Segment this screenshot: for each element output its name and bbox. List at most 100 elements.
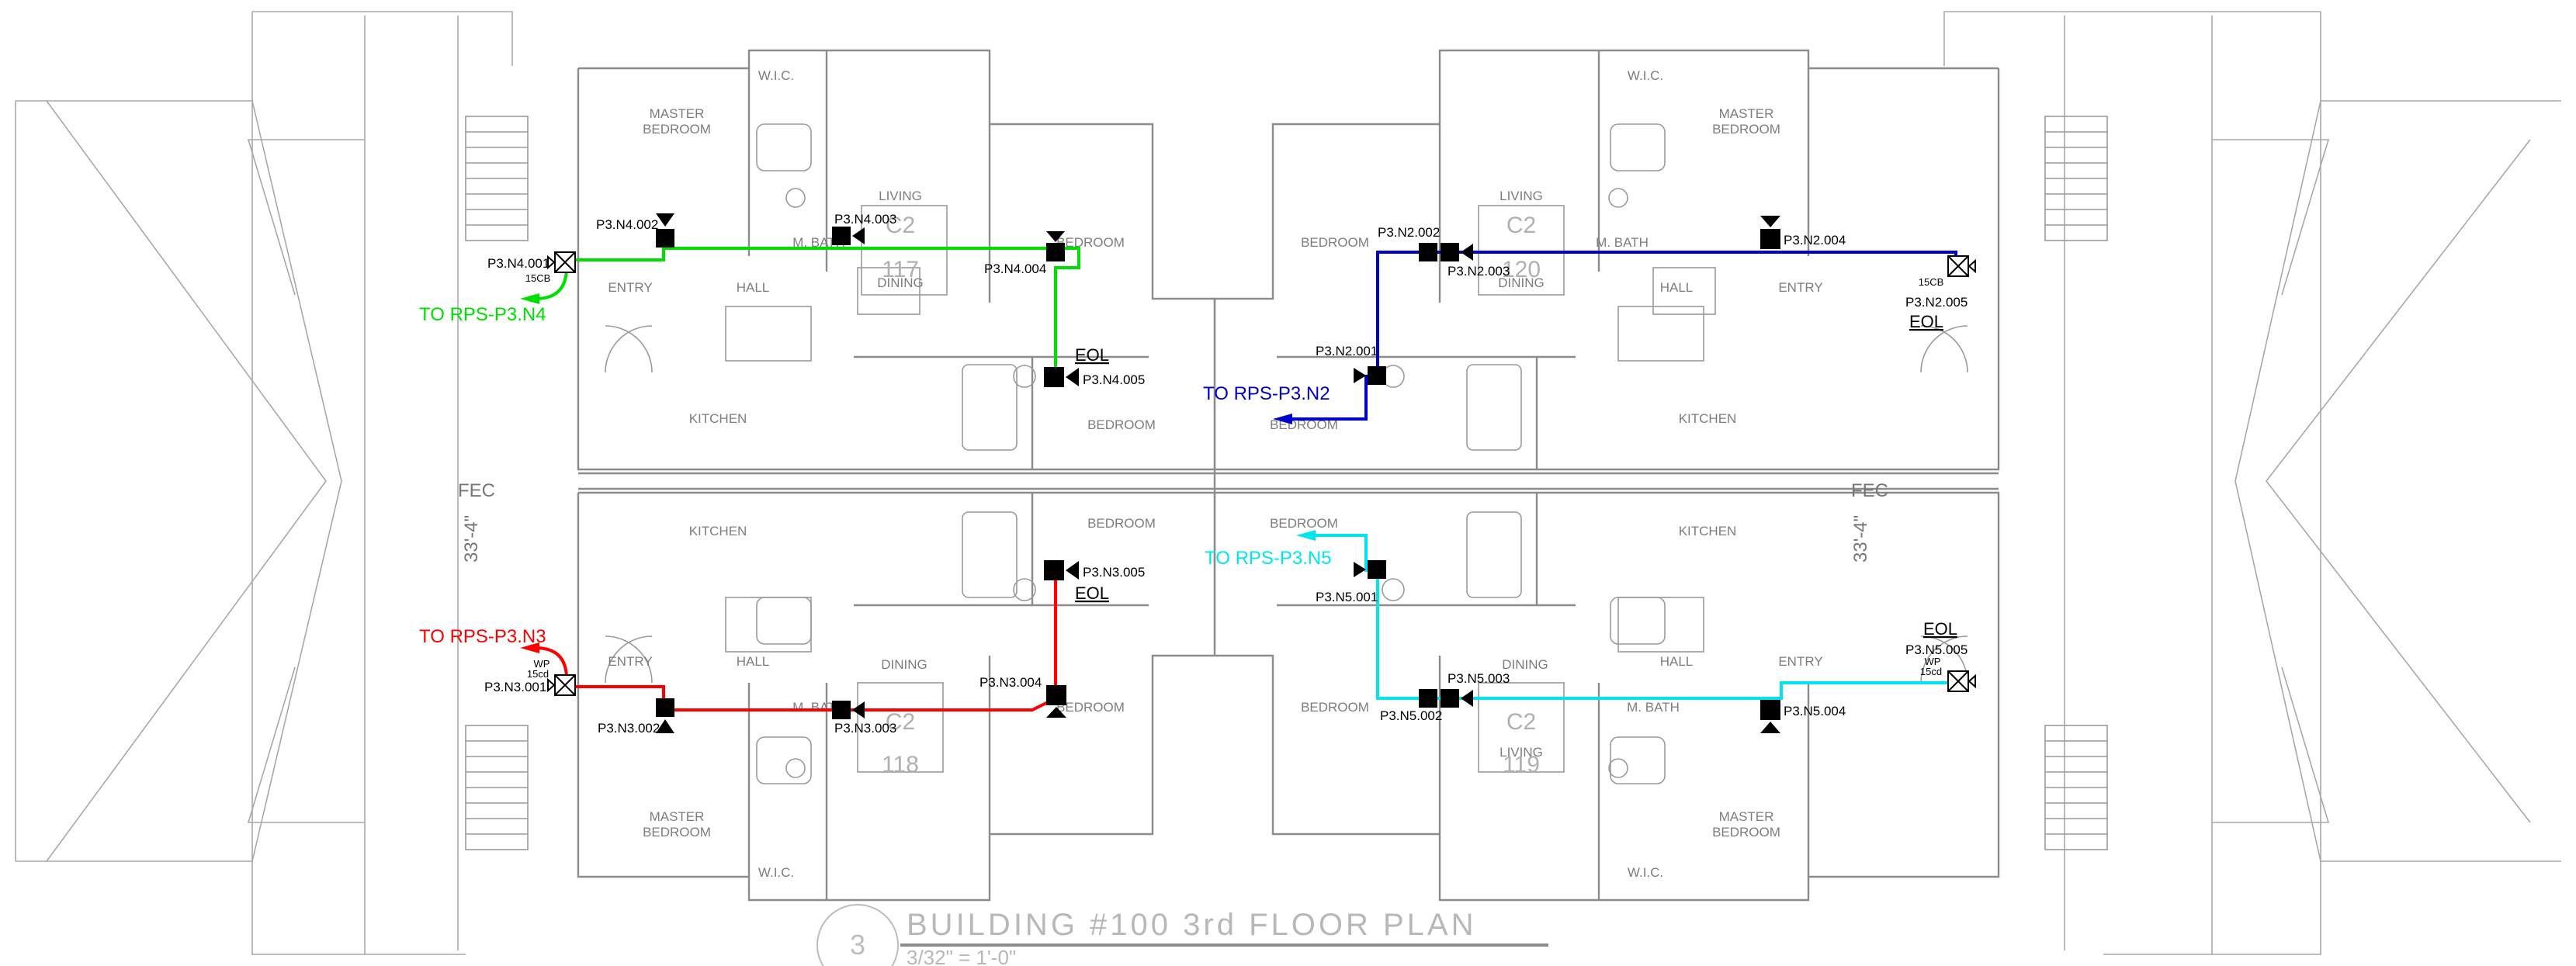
device-n4-005-icon [1044, 367, 1064, 387]
fec-right: FEC [1851, 480, 1888, 501]
label-n5-003: P3.N5.003 [1447, 671, 1510, 686]
room-label-entry-117: ENTRY [608, 280, 652, 295]
device-n5-004-icon [1760, 700, 1780, 720]
circuit-n4 [535, 247, 1080, 376]
arrow-n3-icon [520, 642, 539, 653]
device-n2-002-icon [1419, 243, 1437, 261]
room-label-kitchen-120: KITCHEN [1679, 411, 1737, 426]
dimensions: 33'-4" 33'-4" FEC FEC [458, 480, 1888, 563]
device-n3-002-horn-icon [656, 719, 674, 733]
room-label-entry-119: ENTRY [1778, 654, 1822, 669]
room-label-living-117: LIVING [879, 189, 922, 203]
room-label-master-bedroom-119: MASTER [1719, 809, 1774, 824]
room-labels: MASTER BEDROOM W.I.C. LIVING M. BATH BED… [608, 68, 1822, 880]
room-label-bedroom-119a: BEDROOM [1270, 516, 1338, 531]
stairs [465, 116, 2108, 850]
circuit-destinations: TO RPS-P3.N4 TO RPS-P3.N3 TO RPS-P3.N2 T… [419, 304, 1332, 647]
device-n2-003-icon [1441, 243, 1459, 261]
plumbing-fixtures [605, 123, 1968, 784]
room-label-master-bedroom-118: MASTER [650, 809, 705, 824]
label-n2-004: P3.N2.004 [1784, 233, 1846, 248]
roof-outline-right [1943, 11, 2561, 955]
dimension-right: 33'-4" [1850, 515, 1871, 563]
circuit-arrows [520, 293, 1316, 653]
title-block: 3 BUILDING #100 3rd FLOOR PLAN 3/32" = 1… [816, 904, 1548, 966]
panel-n5-tag: 15cd [1920, 666, 1942, 677]
device-n3-005-icon [1044, 560, 1064, 580]
room-label-mbath-117: M. BATH [792, 235, 845, 250]
to-rps-n2-label: TO RPS-P3.N2 [1203, 383, 1330, 404]
unit-number-118: 118 [882, 752, 919, 777]
room-label-mbath-120: M. BATH [1596, 235, 1649, 250]
circuit-n3 [535, 570, 1057, 712]
eol-n4-label: EOL [1075, 345, 1109, 365]
room-label-master-bedroom-120b: BEDROOM [1712, 122, 1780, 137]
device-n2-004-horn-icon [1760, 216, 1780, 227]
device-n5-002-icon [1419, 689, 1437, 708]
room-label-master-bedroom-120: MASTER [1719, 106, 1774, 121]
room-label-master-bedroom-117b: BEDROOM [643, 122, 711, 137]
room-label-dining-117: DINING [877, 275, 924, 290]
panel-n4-tag: 15CB [525, 272, 551, 284]
eol-n5-label: EOL [1923, 619, 1957, 639]
panel-n2-icon [1947, 255, 1976, 277]
unit-type-119: C2 [1506, 709, 1536, 735]
to-rps-n4-label: TO RPS-P3.N4 [419, 304, 546, 325]
room-label-wic-120: W.I.C. [1628, 68, 1663, 83]
circuit-n5 [1304, 534, 1956, 700]
device-labels: P3.N4.001 P3.N4.002 P3.N4.003 P3.N4.004 … [484, 212, 1968, 736]
unit-type-118: C2 [886, 709, 915, 735]
label-n3-005: P3.N3.005 [1083, 565, 1145, 580]
label-n2-005: P3.N2.005 [1905, 295, 1968, 310]
plan-title: BUILDING #100 3rd FLOOR PLAN [907, 908, 1476, 942]
device-n4-002-horn-icon [656, 213, 674, 227]
panel-n4-icon [547, 251, 576, 273]
device-n2-001-icon [1368, 366, 1386, 385]
plan-scale: 3/32" = 1'-0" [907, 946, 1016, 966]
unit-type-117: C2 [886, 213, 915, 238]
room-label-wic-118: W.I.C. [758, 865, 794, 880]
devices [547, 213, 1976, 733]
room-label-bedroom-120a: BEDROOM [1301, 235, 1369, 250]
device-n5-001-icon [1368, 560, 1386, 579]
room-label-bedroom-117b: BEDROOM [1087, 417, 1156, 432]
eol-n2-label: EOL [1909, 312, 1943, 331]
room-label-kitchen-118: KITCHEN [689, 524, 747, 538]
panel-n3-wp: WP [534, 658, 550, 670]
room-label-dining-118: DINING [881, 657, 927, 672]
unit-labels: C2 117 C2 118 C2 120 C2 119 [882, 213, 1541, 777]
room-label-dining-120: DINING [1498, 275, 1545, 290]
label-n5-002: P3.N5.002 [1380, 708, 1442, 723]
room-label-dining-119: DINING [1502, 657, 1548, 672]
dimension-left: 33'-4" [461, 515, 482, 563]
device-n3-004-icon [1046, 685, 1066, 705]
room-label-bedroom-118b: BEDROOM [1056, 700, 1125, 715]
fec-left: FEC [458, 480, 495, 501]
unit-type-120: C2 [1506, 213, 1536, 238]
panel-n2-tag: 15CB [1919, 276, 1944, 288]
room-label-kitchen-117: KITCHEN [689, 411, 747, 426]
room-label-master-bedroom-119b: BEDROOM [1712, 825, 1780, 840]
label-n2-001: P3.N2.001 [1316, 344, 1378, 358]
roof-outline-left [15, 11, 513, 955]
room-label-living-119: LIVING [1499, 745, 1543, 760]
room-label-wic-119: W.I.C. [1628, 865, 1663, 880]
to-rps-n3-label: TO RPS-P3.N3 [419, 626, 546, 647]
panel-n5-icon [1947, 670, 1976, 692]
device-n5-003-icon [1441, 689, 1459, 708]
eol-n3-label: EOL [1075, 583, 1109, 603]
device-n5-001-horn-icon [1354, 562, 1366, 577]
device-n2-004-icon [1760, 229, 1780, 249]
detail-bubble-icon [816, 904, 899, 966]
device-n5-003-horn-icon [1461, 690, 1473, 707]
label-n4-004: P3.N4.004 [984, 261, 1046, 276]
label-n3-001: P3.N3.001 [484, 680, 546, 694]
room-label-living-120: LIVING [1499, 189, 1543, 203]
label-n4-002: P3.N4.002 [596, 217, 658, 232]
device-n4-005-horn-icon [1066, 368, 1079, 386]
device-n4-003-icon [832, 227, 851, 245]
room-label-entry-118: ENTRY [608, 654, 652, 669]
label-n4-005: P3.N4.005 [1083, 372, 1145, 387]
device-n3-003-horn-icon [852, 701, 865, 718]
